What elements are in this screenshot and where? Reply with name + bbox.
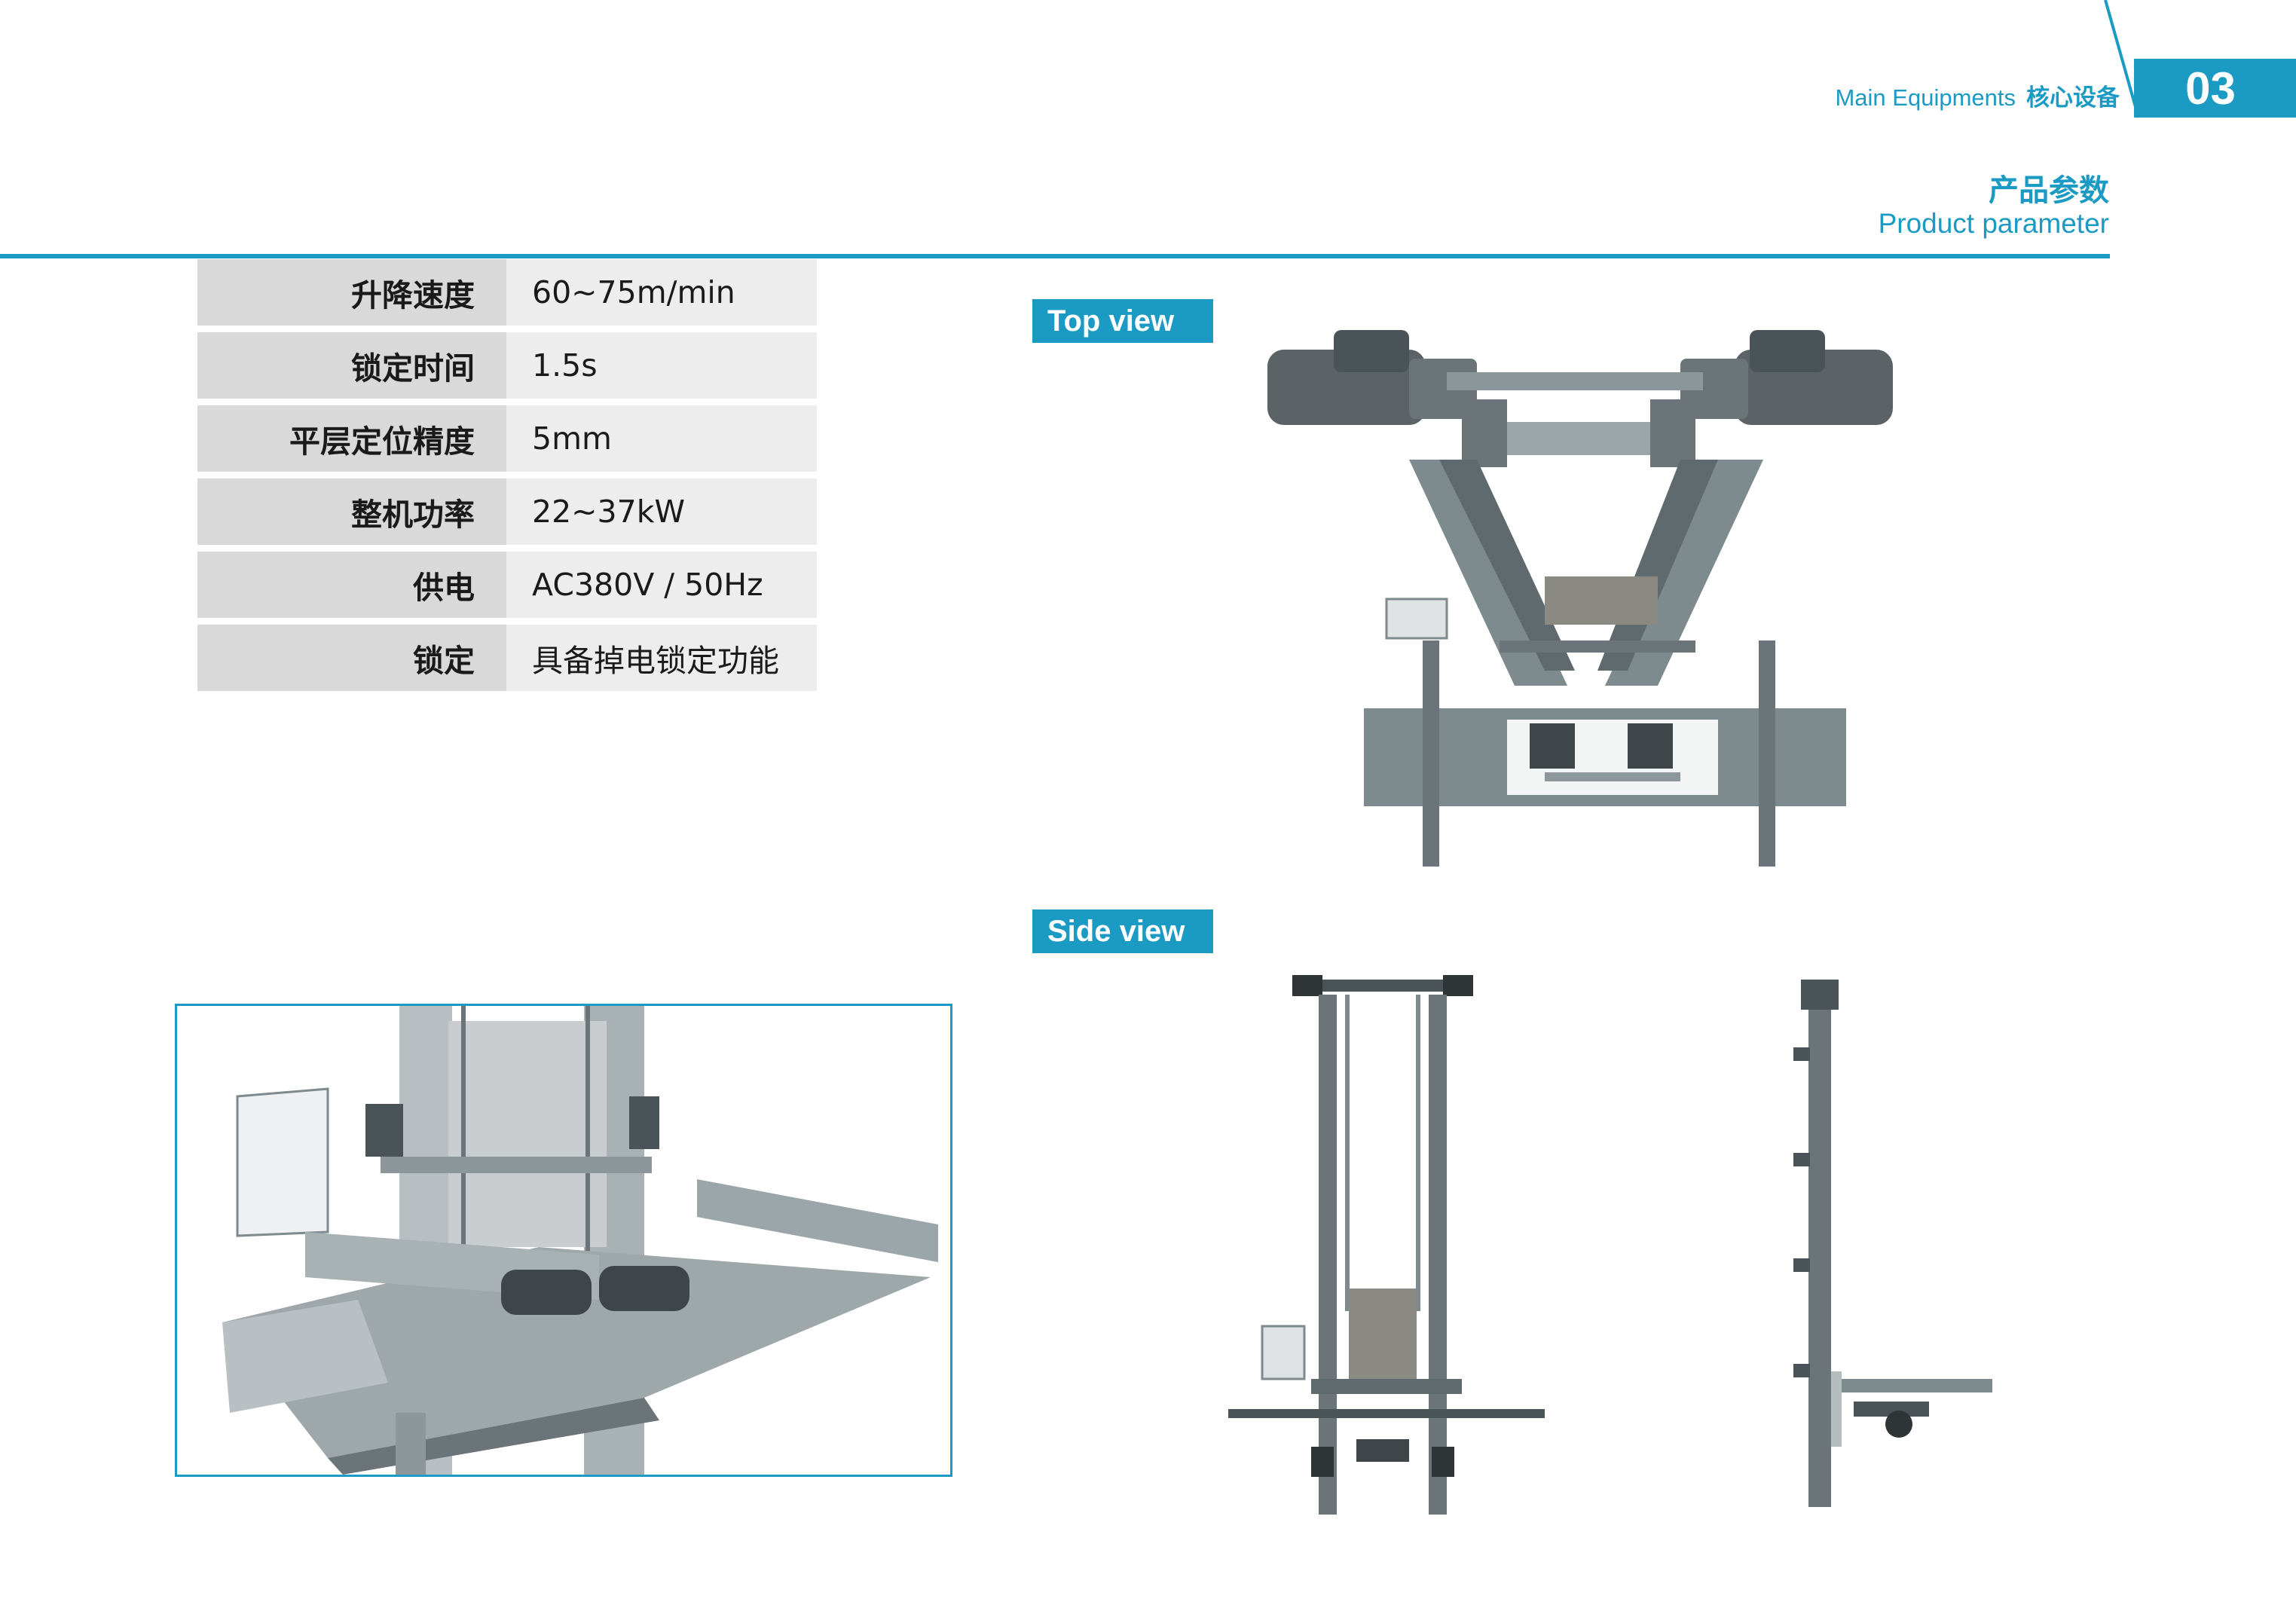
top-view-label: Top view xyxy=(1032,299,1213,343)
spec-row: 锁定 具备掉电锁定功能 xyxy=(197,625,817,691)
equipment-render-frame xyxy=(175,1004,952,1477)
section-label-cn: 核心设备 xyxy=(2026,84,2120,111)
spec-row: 升降速度 60~75m/min xyxy=(197,259,817,326)
page-number-tab xyxy=(2134,59,2296,118)
top-view-drawing xyxy=(1267,330,1893,867)
spec-row: 整机功率 22~37kW xyxy=(197,478,817,545)
equipment-3d-render xyxy=(222,1006,938,1475)
spec-label: 锁定时间 xyxy=(197,332,506,399)
spec-value: 5mm xyxy=(506,405,817,472)
spec-row: 平层定位精度 5mm xyxy=(197,405,817,472)
side-view-profile-drawing xyxy=(1793,980,1992,1507)
side-view-label: Side view xyxy=(1032,909,1213,953)
spec-value: 1.5s xyxy=(506,332,817,399)
spec-label: 锁定 xyxy=(197,625,506,691)
spec-table: 升降速度 60~75m/min 锁定时间 1.5s 平层定位精度 5mm 整机功… xyxy=(197,259,817,698)
spec-value: AC380V / 50Hz xyxy=(506,552,817,618)
spec-label: 整机功率 xyxy=(197,478,506,545)
spec-row: 锁定时间 1.5s xyxy=(197,332,817,399)
spec-row: 供电 AC380V / 50Hz xyxy=(197,552,817,618)
spec-value: 60~75m/min xyxy=(506,259,817,326)
spec-label: 平层定位精度 xyxy=(197,405,506,472)
page-title-cn: 产品参数 xyxy=(1989,174,2109,207)
spec-label: 供电 xyxy=(197,552,506,618)
spec-value: 具备掉电锁定功能 xyxy=(506,625,817,691)
header-divider xyxy=(0,254,2110,258)
side-view-front-drawing xyxy=(1228,975,1545,1515)
spec-label: 升降速度 xyxy=(197,259,506,326)
section-label: Main Equipments 核心设备 xyxy=(1835,78,2120,112)
page-title-en: Product parameter xyxy=(1878,208,2109,239)
spec-value: 22~37kW xyxy=(506,478,817,545)
page-number: 03 xyxy=(2185,63,2236,114)
section-label-en: Main Equipments xyxy=(1835,84,2016,111)
